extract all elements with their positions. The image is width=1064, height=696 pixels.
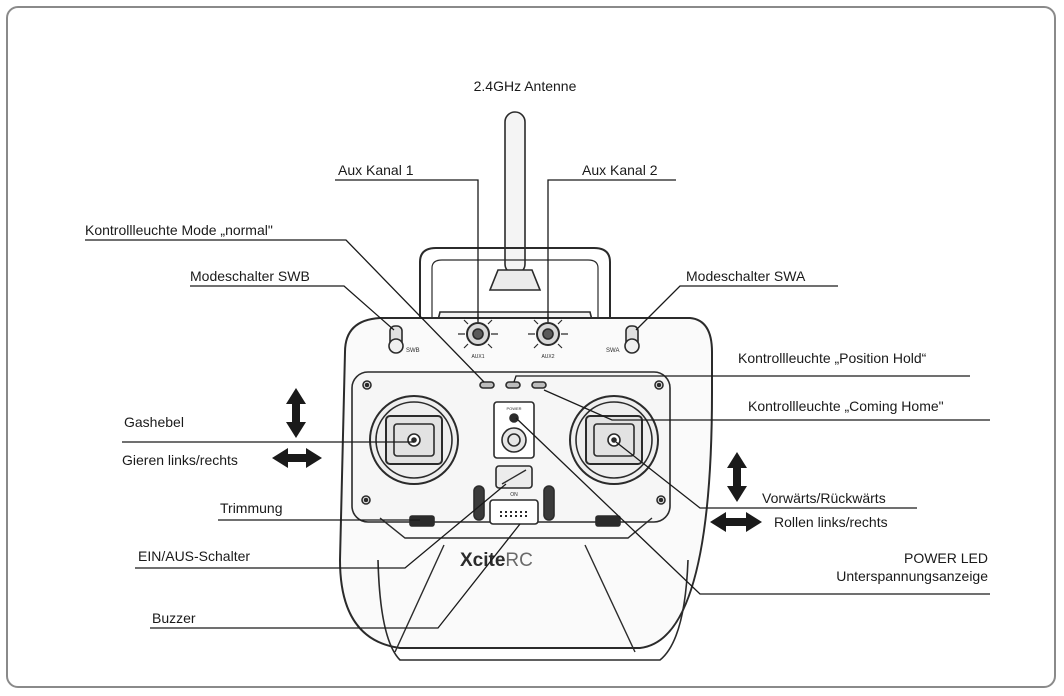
aux-knob-1 (458, 314, 498, 349)
leader-coming-home (543, 389, 990, 421)
knob2-marking: AUX2 (541, 354, 554, 360)
trim-button-left (409, 515, 435, 527)
device-markings: AUX1 AUX2 SWB SWA POWER ON XciteRC (406, 348, 619, 571)
switch-swb (388, 325, 404, 354)
label-power-led: POWER LED (903, 550, 988, 566)
trim-button-right (595, 515, 621, 527)
pitch-arrow (727, 452, 747, 502)
power-led (509, 413, 519, 423)
power-marking: POWER (506, 406, 521, 411)
aux-knob-2 (528, 314, 568, 349)
swa-marking: SWA (606, 348, 619, 354)
carry-handle (419, 247, 611, 320)
label-led-position-hold: Kontrollleuchte „Position Hold“ (738, 350, 927, 366)
transmitter-body (338, 111, 713, 661)
led-normal (479, 381, 495, 389)
led-coming-home (531, 381, 547, 389)
swb-marking: SWB (406, 348, 420, 354)
label-led-normal: Kontrollleuchte Mode „normal" (85, 222, 273, 238)
label-undervoltage: Unterspannungsanzeige (836, 568, 988, 584)
label-trim: Trimmung (220, 500, 283, 516)
leader-swa (635, 285, 838, 331)
label-throttle: Gashebel (124, 414, 184, 430)
yaw-arrow (272, 448, 322, 468)
label-aux1: Aux Kanal 1 (338, 162, 414, 178)
on-marking: ON (510, 492, 518, 498)
leader-aux1 (335, 179, 479, 322)
leader-power-led (515, 417, 990, 595)
label-buzzer: Buzzer (152, 610, 196, 626)
leader-pitch (615, 441, 917, 509)
leader-buzzer (150, 523, 521, 629)
label-roll: Rollen links/rechts (774, 514, 888, 530)
brand-logo: XciteRC (460, 550, 533, 571)
direction-arrows (272, 388, 762, 532)
leader-swb (190, 285, 395, 331)
leader-led-normal (85, 239, 485, 383)
label-led-coming-home: Kontrollleuchte „Coming Home" (748, 398, 944, 414)
knob1-marking: AUX1 (471, 354, 484, 360)
left-stick-gimbal (369, 395, 459, 485)
throttle-arrow (286, 388, 306, 438)
callout-lines (85, 179, 990, 629)
leader-aux2 (547, 179, 676, 322)
leader-power-switch (135, 483, 507, 569)
roll-arrow (710, 512, 762, 532)
label-pitch: Vorwärts/Rückwärts (762, 490, 886, 506)
label-power-switch: EIN/AUS-Schalter (138, 548, 251, 564)
switch-swa (624, 325, 640, 354)
buzzer (489, 499, 539, 525)
label-yaw: Gieren links/rechts (122, 452, 238, 468)
label-aux2: Aux Kanal 2 (582, 162, 658, 178)
label-swa: Modeschalter SWA (686, 268, 806, 284)
label-antenna: 2.4GHz Antenne (473, 78, 577, 94)
label-swb: Modeschalter SWB (190, 268, 310, 284)
led-position-hold (505, 381, 521, 389)
leader-position-hold (513, 375, 970, 383)
right-stick-gimbal (569, 395, 659, 485)
antenna (504, 111, 526, 275)
